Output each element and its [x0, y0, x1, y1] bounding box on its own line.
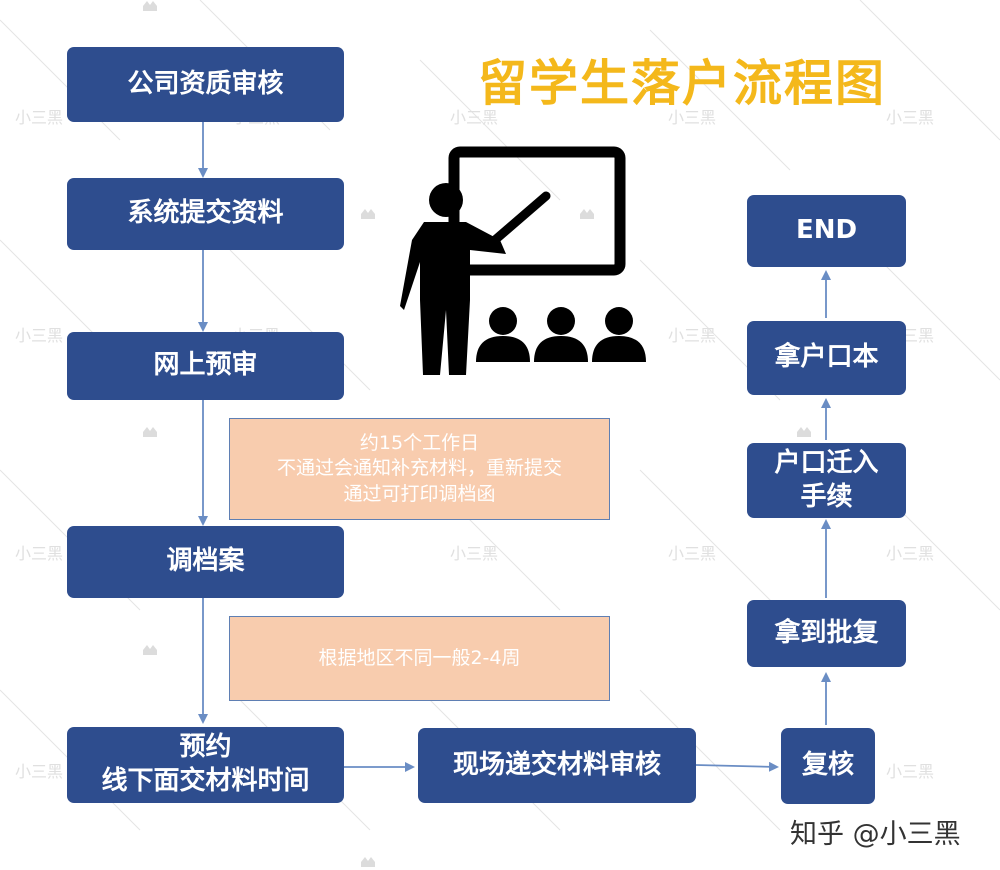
watermark-text: 小三黑 — [668, 544, 717, 563]
watermark-text: 小三黑 — [668, 326, 717, 345]
step-label: 拿户口本 — [774, 342, 879, 373]
step-label: 公司资质审核 — [127, 68, 284, 99]
step-recheck: 复核 — [781, 728, 875, 804]
note-pre-review-duration: 约15个工作日 不通过会通知补充材料，重新提交 通过可打印调档函 — [229, 418, 610, 520]
watermark-text: 小三黑 — [886, 762, 935, 781]
step-get-hukou-book: 拿户口本 — [747, 321, 906, 395]
step-label: 现场递交材料审核 — [452, 749, 661, 780]
watermark-text: 小三黑 — [668, 108, 717, 127]
watermark-text: 小三黑 — [15, 544, 64, 563]
watermark-text: 小三黑 — [886, 108, 935, 127]
step-label: 网上预审 — [153, 350, 258, 381]
watermark-text: 小三黑 — [450, 108, 499, 127]
step-system-submit-materials: 系统提交资料 — [67, 178, 344, 250]
step-label-line2: 手续 — [800, 481, 853, 512]
watermark-text: 小三黑 — [15, 326, 64, 345]
step-label-line1: 预约 — [179, 732, 232, 763]
step-book-appointment: 预约 线下面交材料时间 — [67, 727, 344, 803]
watermark-text: 小三黑 — [15, 762, 64, 781]
note-line: 约15个工作日 — [359, 431, 480, 454]
step-onsite-material-review: 现场递交材料审核 — [418, 728, 696, 803]
step-online-pre-review: 网上预审 — [67, 332, 344, 400]
step-label: 复核 — [801, 750, 854, 781]
step-get-approval: 拿到批复 — [747, 600, 906, 667]
footer-credit: 知乎 @小三黑 — [790, 819, 961, 850]
note-line: 不通过会通知补充材料，重新提交 — [276, 457, 562, 480]
arrow-step6-to-step7 — [695, 761, 779, 772]
step-label-line1: 户口迁入 — [774, 447, 879, 478]
step-end: END — [747, 195, 906, 267]
diagram-title: 留学生落户流程图 — [478, 55, 887, 112]
step-label-line2: 线下面交材料时间 — [101, 766, 310, 796]
step-label: 拿到批复 — [774, 617, 879, 648]
step-label: END — [795, 215, 858, 246]
step-hukou-transfer-procedure: 户口迁入 手续 — [747, 443, 906, 518]
watermark-text: 小三黑 — [886, 544, 935, 563]
step-label: 调档案 — [166, 546, 245, 577]
step-label: 系统提交资料 — [127, 198, 284, 229]
step-company-qualification-review: 公司资质审核 — [67, 47, 344, 122]
note-line: 根据地区不同一般2-4周 — [318, 646, 521, 669]
watermark-text: 小三黑 — [450, 544, 499, 563]
note-line: 通过可打印调档函 — [343, 482, 496, 505]
watermark-text: 小三黑 — [15, 108, 64, 127]
note-file-transfer-duration: 根据地区不同一般2-4周 — [229, 616, 610, 701]
step-transfer-file: 调档案 — [67, 526, 344, 598]
